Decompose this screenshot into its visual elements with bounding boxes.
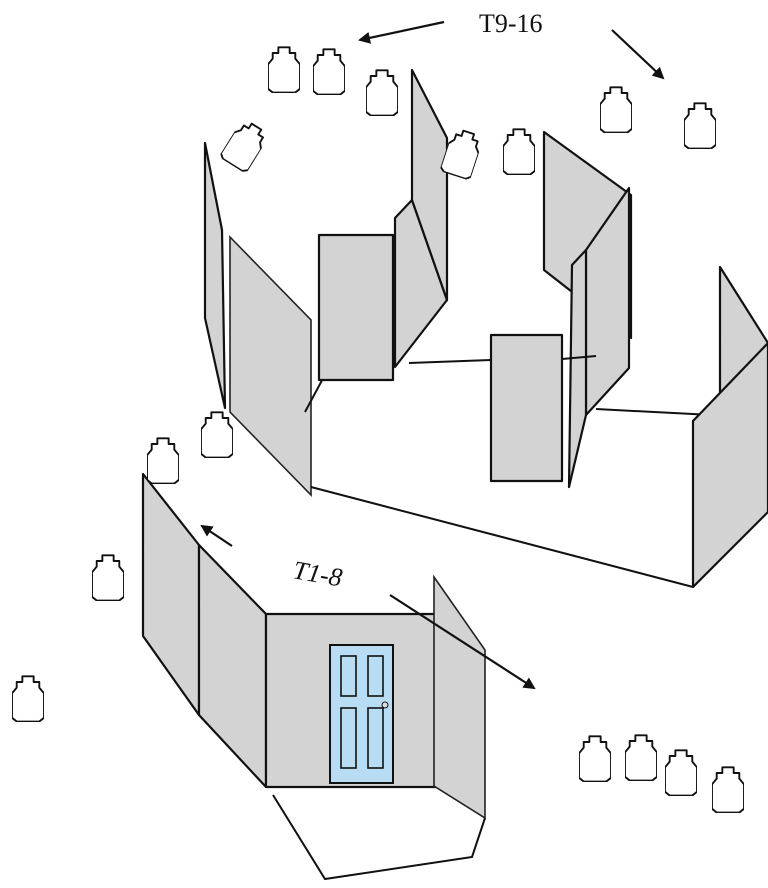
silhouette-target-icon [366, 69, 398, 116]
floor-boundary [310, 486, 694, 588]
wall-panel [410, 68, 449, 302]
floor-boundary [272, 794, 486, 881]
silhouette-target-icon [600, 86, 632, 133]
lower-structure [141, 472, 486, 881]
silhouette-target-icon [218, 117, 271, 174]
wall-panel [141, 472, 201, 717]
arrow-left-icon [358, 20, 445, 44]
door-icon [329, 644, 394, 788]
silhouette-target-icon [12, 675, 44, 722]
silhouette-target-icon [268, 46, 300, 93]
wall-connector [561, 355, 597, 360]
silhouette-target-icon [503, 128, 535, 175]
arrow-down-right-icon [389, 594, 536, 690]
wall-panel [229, 235, 312, 497]
wall-panel [489, 333, 564, 483]
upper-group-label: T9-16 [479, 9, 543, 38]
silhouette-target-icon [313, 48, 345, 95]
silhouette-target-icon [684, 102, 716, 149]
upper-structure [203, 68, 768, 589]
silhouette-target-icon [201, 411, 233, 458]
silhouette-target-icon [625, 734, 657, 781]
wall-panel [317, 233, 395, 382]
arrow-down-right-icon [611, 29, 665, 80]
wall-panel [433, 574, 486, 820]
lower-group-label: T1-8 [291, 555, 344, 592]
wall-panel [567, 248, 588, 489]
wall-connector [408, 359, 492, 364]
silhouette-target-icon [92, 554, 124, 601]
wall-panel [691, 341, 768, 589]
wall-connector [595, 408, 713, 416]
arrow-up-left-icon [200, 524, 233, 547]
silhouette-target-icon [712, 766, 744, 813]
silhouette-target-icon [147, 437, 179, 484]
silhouette-target-icon [665, 749, 697, 796]
wall-panel [203, 141, 227, 410]
wall-panel [197, 543, 268, 789]
silhouette-target-icon [579, 735, 611, 782]
